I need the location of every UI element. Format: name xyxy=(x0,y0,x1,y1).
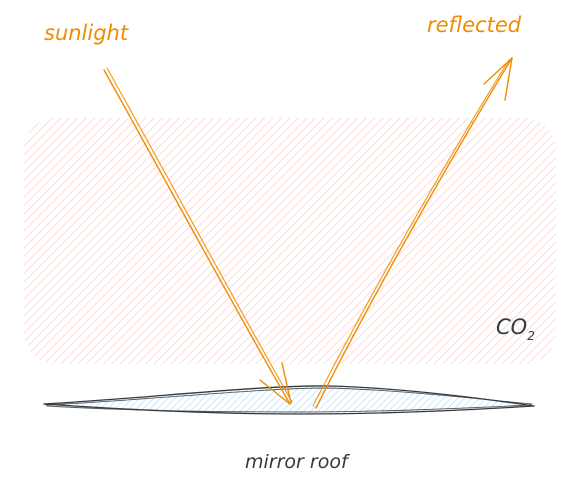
co2-label-subscript: 2 xyxy=(527,329,535,343)
co2-layer-region xyxy=(24,118,556,364)
co2-label: CO2 xyxy=(496,315,535,343)
sunlight-arrow xyxy=(103,67,293,405)
reflected-arrow xyxy=(312,57,513,409)
reflected-label: reflected xyxy=(427,13,522,37)
mirror-roof-shape xyxy=(43,385,535,415)
mirror-roof-label: mirror roof xyxy=(245,451,351,473)
co2-label-main: CO xyxy=(496,315,527,339)
sunlight-label: sunlight xyxy=(44,21,129,45)
